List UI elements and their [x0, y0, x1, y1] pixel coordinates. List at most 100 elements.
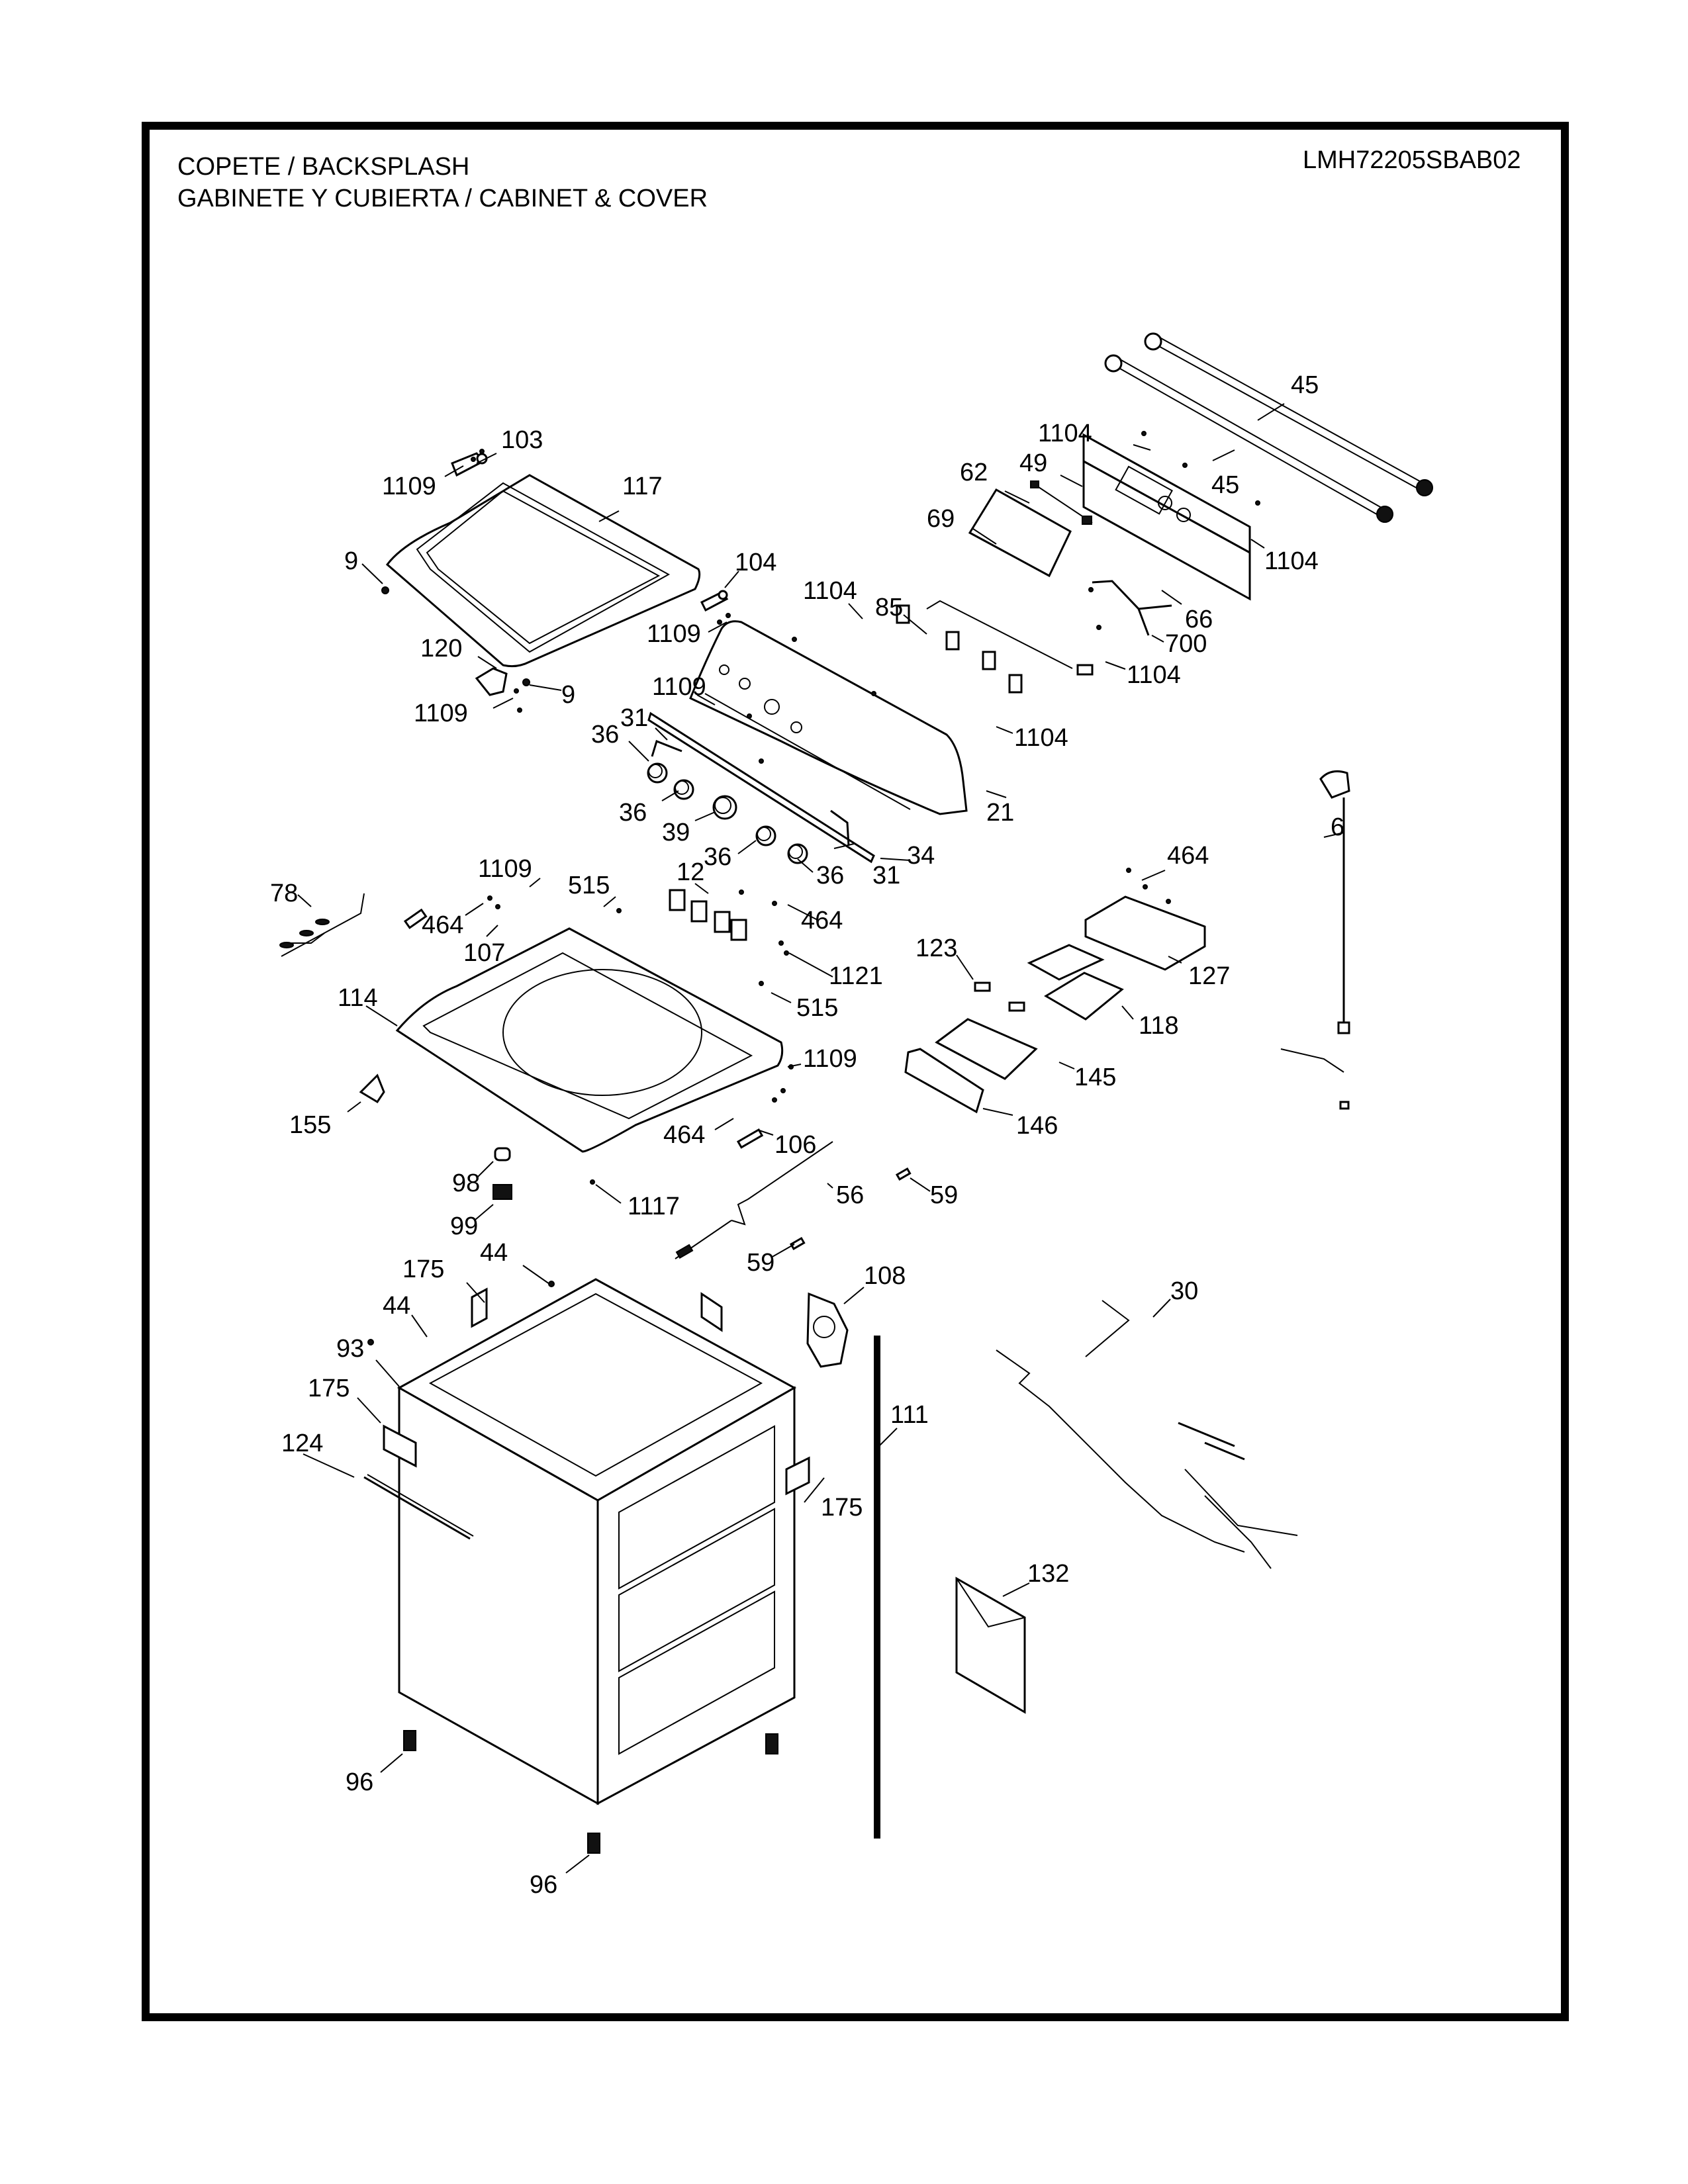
knob-36-d[interactable] — [787, 843, 808, 864]
callout-123[interactable]: 123 — [915, 934, 957, 962]
clip-44-b[interactable] — [367, 1339, 374, 1345]
callout-515-a[interactable]: 515 — [568, 872, 610, 899]
leveling-leg-96-right[interactable] — [765, 1733, 778, 1754]
callout-6[interactable]: 6 — [1331, 813, 1344, 841]
dispenser-tray-145[interactable] — [935, 1018, 1038, 1080]
control-panel-21[interactable] — [689, 620, 968, 815]
callout-464-c[interactable]: 464 — [422, 911, 463, 939]
callout-66[interactable]: 66 — [1185, 606, 1213, 633]
callout-36-a[interactable]: 36 — [591, 721, 619, 749]
sensor-107[interactable] — [403, 908, 428, 929]
handle-155[interactable] — [359, 1073, 385, 1104]
clip-44-a[interactable] — [548, 1281, 555, 1287]
top-lid-117[interactable] — [385, 474, 701, 668]
callout-146[interactable]: 146 — [1016, 1112, 1058, 1140]
callout-515-b[interactable]: 515 — [796, 994, 838, 1022]
callout-39[interactable]: 39 — [662, 819, 690, 846]
callout-1104-b[interactable]: 1104 — [1264, 547, 1319, 575]
bumper-9-right[interactable] — [522, 678, 530, 686]
rear-panel-49[interactable] — [1082, 433, 1251, 601]
callout-1109-d[interactable]: 1109 — [652, 673, 706, 701]
callout-45-lower[interactable]: 45 — [1211, 471, 1239, 499]
callout-31-left[interactable]: 31 — [620, 704, 648, 732]
callout-21[interactable]: 21 — [986, 799, 1014, 827]
connector-59-b[interactable] — [789, 1236, 806, 1250]
callout-49[interactable]: 49 — [1019, 449, 1047, 477]
callout-1104-a[interactable]: 1104 — [1038, 420, 1092, 447]
callout-59-a[interactable]: 59 — [930, 1181, 958, 1209]
trim-strip-34[interactable] — [647, 711, 875, 864]
water-valve-12[interactable] — [669, 889, 747, 941]
top-cover-114[interactable] — [395, 927, 784, 1153]
lid-lock-base-99[interactable] — [492, 1184, 512, 1200]
callout-93[interactable]: 93 — [336, 1335, 364, 1363]
harness-56[interactable] — [675, 1141, 833, 1259]
callout-1109-a[interactable]: 1109 — [382, 473, 436, 500]
callout-12[interactable]: 12 — [677, 858, 704, 886]
dispenser-cap-123-b[interactable] — [1008, 1001, 1025, 1012]
callout-36-b[interactable]: 36 — [619, 799, 647, 827]
hinge-104[interactable] — [700, 590, 729, 612]
callout-96-front[interactable]: 96 — [530, 1871, 557, 1899]
dispenser-housing-127[interactable] — [1084, 895, 1206, 971]
leveling-leg-96-left[interactable] — [403, 1730, 416, 1751]
callout-124[interactable]: 124 — [281, 1430, 323, 1457]
hinge-103[interactable] — [451, 452, 488, 477]
bracket-66[interactable] — [1092, 580, 1172, 636]
light-pipe-31-left[interactable] — [651, 740, 682, 757]
callout-175-right[interactable]: 175 — [821, 1494, 863, 1522]
dispenser-cap-123-a[interactable] — [974, 981, 991, 992]
inlet-hose-45-upper[interactable] — [1144, 332, 1433, 496]
leveling-leg-96-front[interactable] — [587, 1833, 600, 1854]
callout-114[interactable]: 114 — [338, 984, 378, 1012]
lid-lock-120[interactable] — [475, 667, 508, 696]
callout-1109-e[interactable]: 1109 — [478, 855, 532, 883]
callout-108[interactable]: 108 — [864, 1262, 906, 1290]
callout-30[interactable]: 30 — [1170, 1277, 1198, 1305]
callout-155[interactable]: 155 — [289, 1111, 331, 1139]
harness-78[interactable] — [279, 893, 365, 957]
callout-111[interactable]: 111 — [890, 1401, 929, 1429]
sensor-106[interactable] — [736, 1128, 764, 1149]
callout-120[interactable]: 120 — [420, 635, 462, 662]
knob-36-c[interactable] — [755, 825, 776, 846]
cabinet-93[interactable] — [397, 1278, 797, 1805]
callout-1121[interactable]: 1121 — [829, 962, 883, 990]
knob-36-a[interactable] — [647, 762, 668, 784]
callout-56[interactable]: 56 — [836, 1181, 864, 1209]
callout-175-top[interactable]: 175 — [402, 1255, 444, 1283]
bumper-9-left[interactable] — [381, 586, 389, 594]
main-pcb-69[interactable] — [968, 488, 1072, 578]
callout-59-b[interactable]: 59 — [747, 1249, 774, 1277]
callout-9-right[interactable]: 9 — [561, 681, 575, 709]
callout-96-left[interactable]: 96 — [346, 1768, 373, 1796]
callout-36-d[interactable]: 36 — [816, 862, 844, 889]
callout-1117[interactable]: 1117 — [628, 1193, 680, 1220]
callout-78[interactable]: 78 — [270, 880, 298, 907]
callout-85[interactable]: 85 — [875, 594, 903, 621]
callout-145[interactable]: 145 — [1074, 1064, 1116, 1091]
callout-1104-c[interactable]: 1104 — [803, 577, 857, 605]
callout-9-left[interactable]: 9 — [344, 547, 358, 575]
callout-464-a[interactable]: 464 — [1167, 842, 1209, 870]
callout-69[interactable]: 69 — [927, 505, 955, 533]
callout-117[interactable]: 117 — [622, 473, 663, 500]
harness-62[interactable] — [1030, 480, 1093, 525]
harness-30[interactable] — [996, 1300, 1298, 1569]
callout-464-d[interactable]: 464 — [663, 1121, 705, 1149]
callout-44-top[interactable]: 44 — [480, 1239, 508, 1267]
callout-31-right[interactable]: 31 — [872, 862, 900, 889]
lid-switch-98[interactable] — [494, 1147, 511, 1161]
callout-98[interactable]: 98 — [452, 1169, 480, 1197]
power-cord-6[interactable] — [1280, 770, 1350, 1110]
callout-700[interactable]: 700 — [1165, 630, 1207, 658]
light-pipe-31-right[interactable] — [830, 809, 850, 846]
callout-104[interactable]: 104 — [735, 549, 776, 576]
callout-36-c[interactable]: 36 — [704, 843, 731, 871]
callout-107[interactable]: 107 — [463, 939, 505, 967]
label-175-side-left[interactable] — [383, 1424, 417, 1468]
callout-1109-b[interactable]: 1109 — [647, 620, 701, 648]
inlet-hose-45-lower[interactable] — [1104, 354, 1393, 523]
bracket-124[interactable] — [363, 1474, 474, 1540]
callout-1104-d[interactable]: 1104 — [1127, 661, 1181, 689]
